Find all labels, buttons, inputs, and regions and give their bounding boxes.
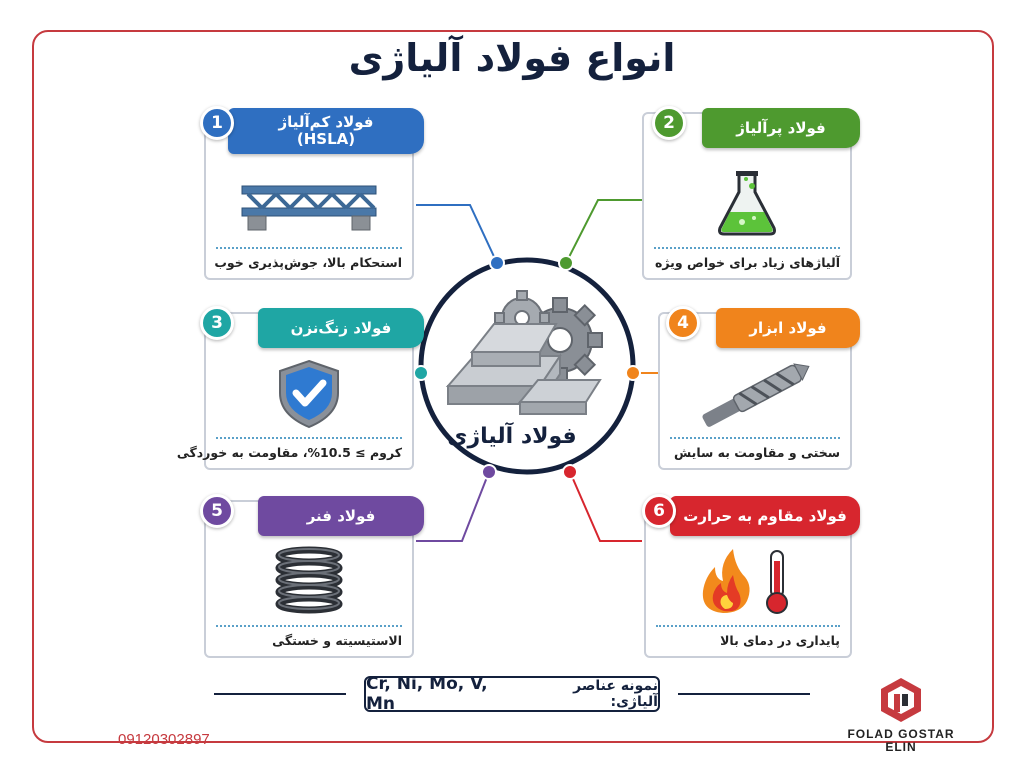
flame-thermometer-icon: [702, 548, 788, 614]
gears-ingots-icon: [445, 290, 603, 415]
card-spring-steel: فولاد فنر 5 الاستیسیته و خستگی: [200, 494, 424, 658]
card-header: فولاد زنگ‌نزن: [258, 308, 424, 348]
phone-number: 09120302897: [118, 731, 210, 748]
card-number-badge: 6: [642, 494, 676, 528]
drill-bit-icon: [702, 362, 810, 427]
card-header: فولاد فنر: [258, 496, 424, 536]
connector-5: [416, 471, 490, 542]
card-header: فولاد پرآلیاژ: [702, 108, 860, 148]
connector-2: [565, 199, 642, 264]
card-description: آلیاژهای زیاد برای خواص ویژه: [654, 247, 840, 270]
shield-check-icon: [279, 359, 339, 428]
logo-text-line2: ELIN: [885, 740, 917, 754]
card-description: سختی و مقاومت به سایش: [670, 437, 840, 460]
alloy-elements-label: نمونه عناصر آلیاژی:: [573, 678, 658, 710]
card-description: استحکام بالا، جوش‌پذیری خوب: [214, 247, 402, 270]
logo-text-line1: FOLAD GOSTAR: [847, 727, 955, 741]
card-stainless-steel: فولاد زنگ‌نزن 3 کروم ≥ 10.5%، مقاومت به …: [177, 306, 424, 470]
card-title: فولاد پرآلیاژ: [736, 118, 826, 137]
card-number-badge: 2: [652, 106, 686, 140]
hub-dot-6: [562, 464, 578, 480]
border-frame: [32, 30, 994, 743]
hub-dot-1: [489, 255, 505, 271]
hub-dot-4: [625, 365, 641, 381]
hub-dot-2: [558, 255, 574, 271]
alloy-elements-box: نمونه عناصر آلیاژی: Cr, Ni, Mo, V, Mn: [364, 674, 660, 714]
card-high-alloy-steel: فولاد پرآلیاژ 2 آلیاژهای زیاد برای خواص …: [642, 106, 860, 280]
card-number-badge: 4: [666, 306, 700, 340]
card-low-alloy-steel: فولاد کم‌آلیاژ (HSLA) 1 استحکام بالا، جو…: [200, 106, 424, 280]
coil-spring-icon: [275, 546, 343, 613]
steel-truss-bridge-icon: [241, 185, 377, 230]
card-title: فولاد زنگ‌نزن: [290, 318, 392, 337]
chemistry-flask-icon: [718, 170, 776, 235]
card-number-badge: 1: [200, 106, 234, 140]
card-header: فولاد کم‌آلیاژ (HSLA): [228, 108, 424, 154]
card-title: فولاد مقاوم به حرارت: [683, 506, 847, 525]
hub-dot-5: [481, 464, 497, 480]
connector-6: [569, 471, 642, 542]
card-title: فولاد فنر: [306, 506, 376, 525]
hub-dot-3: [413, 365, 429, 381]
card-description: پایداری در دمای بالا: [656, 625, 840, 648]
card-description: کروم ≥ 10.5%، مقاومت به خوردگی: [177, 437, 402, 460]
card-description: الاستیسیته و خستگی: [216, 625, 402, 648]
card-header: فولاد مقاوم به حرارت: [670, 496, 860, 536]
alloy-elements-list: Cr, Ni, Mo, V, Mn: [366, 674, 488, 714]
card-title: فولاد ابزار: [749, 318, 827, 337]
card-tool-steel: فولاد ابزار 4 سختی و مقاومت به سایش: [658, 306, 860, 470]
card-number-badge: 5: [200, 494, 234, 528]
hub-label: فولاد آلیاژی: [447, 424, 577, 449]
logo-mark-icon: [881, 678, 921, 722]
card-title-line1: فولاد کم‌آلیاژ: [278, 113, 374, 131]
connector-1: [416, 204, 498, 264]
card-number-badge: 3: [200, 306, 234, 340]
card-title-line2: (HSLA): [296, 130, 356, 148]
card-heat-resistant-steel: فولاد مقاوم به حرارت 6 پایداری در دمای ب…: [642, 494, 860, 658]
card-header: فولاد ابزار: [716, 308, 860, 348]
page-title: انواع فولاد آلیاژی: [348, 36, 676, 80]
company-logo: FOLAD GOSTAR ELIN: [836, 676, 966, 764]
